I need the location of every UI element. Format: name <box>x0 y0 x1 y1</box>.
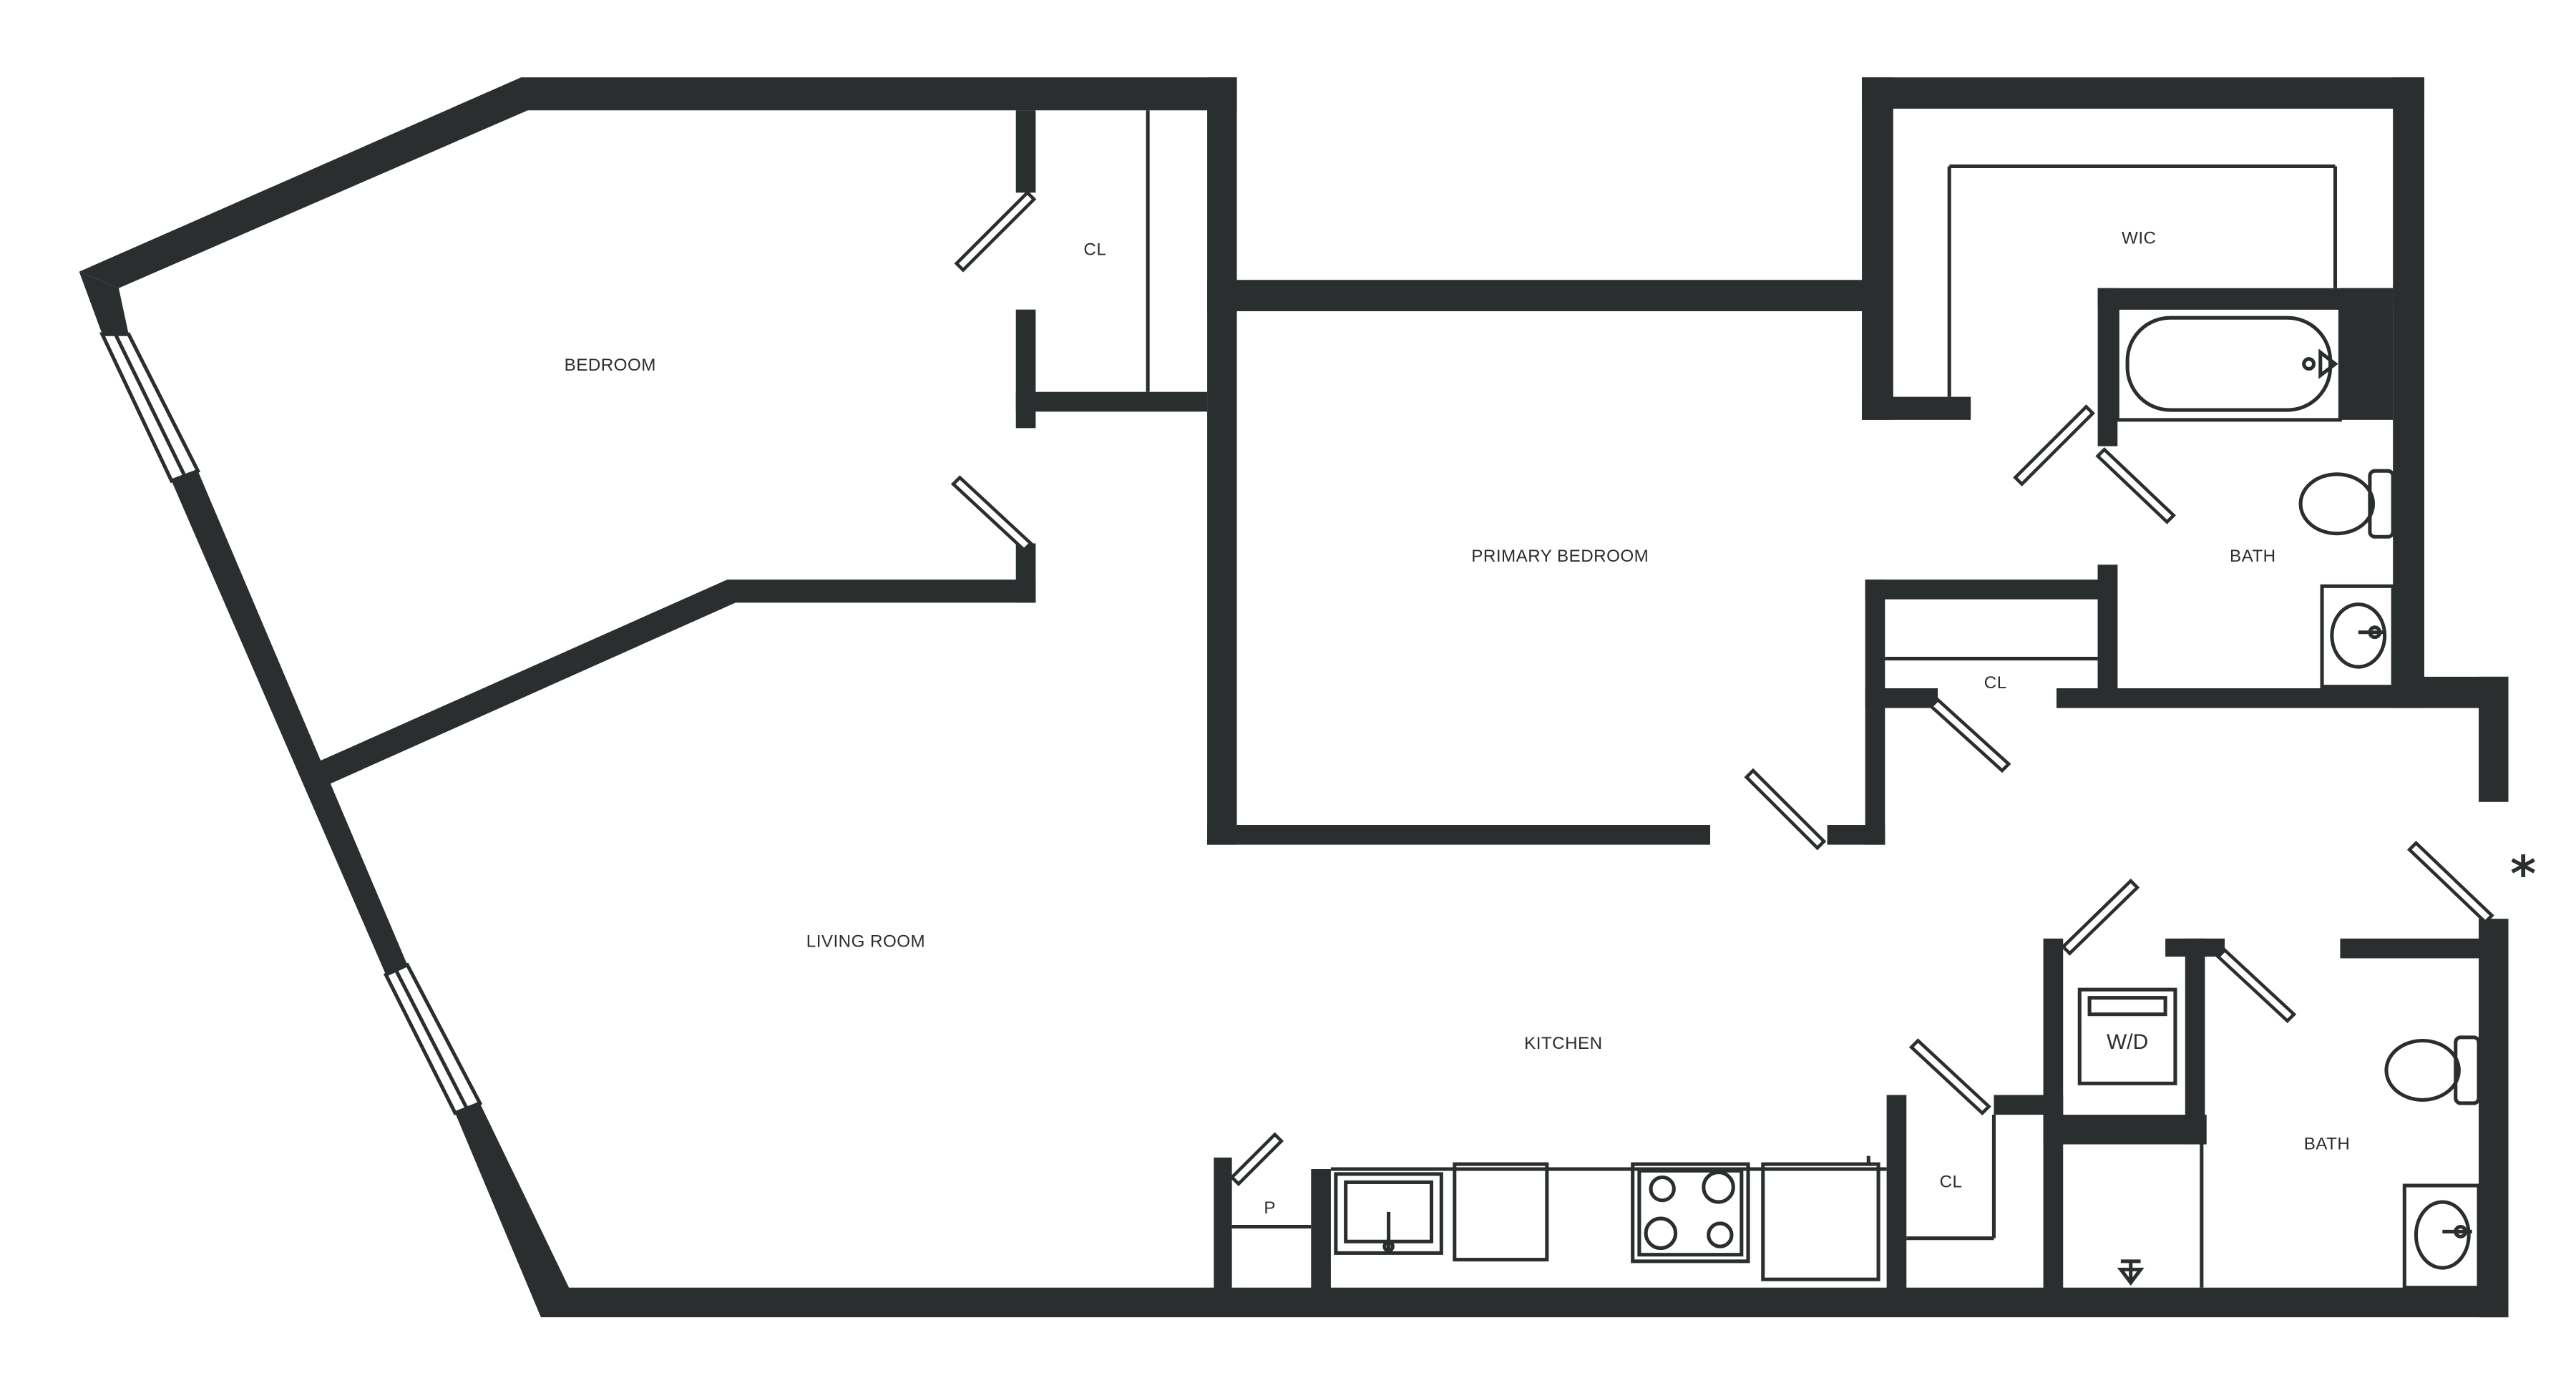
label-bedroom: BEDROOM <box>565 356 656 375</box>
room-labels: BEDROOM CL PRIMARY BEDROOM WIC BATH CL L… <box>565 229 2537 1218</box>
wall-pantry-left <box>1214 1157 1232 1290</box>
door-wic <box>2095 447 2176 524</box>
wall-bath2-top <box>2340 938 2482 959</box>
label-bath-primary: BATH <box>2230 547 2276 566</box>
wall-pcloset-bottom <box>1827 825 1885 845</box>
wall-kcloset-left <box>1886 1095 1907 1291</box>
wall-closet-left-top <box>1015 110 1036 193</box>
wall-left-middle <box>171 471 408 975</box>
wall-right-upper-3 <box>2479 676 2509 802</box>
label-closet-kitchen: CL <box>1940 1172 1963 1191</box>
wall-primary-bottom <box>1207 825 1711 845</box>
wall-wic-left <box>1862 77 1893 420</box>
wall-kcloset-top <box>1994 1095 2064 1115</box>
range-stove <box>1631 1162 1750 1264</box>
wall-right-lower <box>2479 919 2509 1318</box>
wall-pantry-right <box>1311 1169 1331 1290</box>
sink-primary <box>2320 584 2395 689</box>
walls <box>79 77 2509 1318</box>
wall-bath-left <box>2097 288 2118 446</box>
label-primary-bedroom: PRIMARY BEDROOM <box>1471 547 1649 566</box>
label-closet-bedroom: CL <box>1083 240 1106 260</box>
door-bath-second <box>2215 947 2297 1024</box>
windows <box>99 332 483 1115</box>
kitchen-sink <box>1334 1172 1443 1255</box>
dishwasher <box>1453 1162 1549 1262</box>
drain-icon <box>2117 1259 2145 1286</box>
fixtures <box>1334 306 2481 1290</box>
wall-right-upper-1 <box>2393 77 2424 687</box>
door-primary-closet <box>1928 697 2011 773</box>
door-kitchen-closet <box>1908 1038 1991 1115</box>
label-closet-primary: CL <box>1984 673 2007 693</box>
door-bedroom <box>950 475 1033 552</box>
wall-central-vertical <box>1207 77 1237 845</box>
label-wic: WIC <box>2122 229 2156 248</box>
wall-laundry-bottom <box>2043 1115 2207 1145</box>
wall-pcloset-left <box>1865 580 1885 845</box>
sink-second <box>2402 1183 2481 1290</box>
door-entry <box>2406 841 2494 925</box>
label-living-room: LIVING ROOM <box>806 932 925 951</box>
wall-wic-top <box>1862 77 2424 109</box>
door-bedroom-closet <box>954 190 1037 273</box>
wall-left-lower <box>455 1103 570 1318</box>
wall-laundry-right-cap <box>2165 938 2225 957</box>
toilet-primary <box>2298 469 2395 539</box>
label-pantry: P <box>1264 1198 1276 1218</box>
wall-wic-bottom <box>1862 396 1971 420</box>
wall-pcloset-top <box>1865 580 2112 600</box>
wall-bedroom-bottom <box>316 580 1036 786</box>
wall-left-upper <box>79 271 129 335</box>
door-primary-bedroom <box>1744 768 1827 851</box>
wall-primary-top <box>1207 280 1864 311</box>
wall-laundry-right <box>2185 938 2205 1145</box>
wall-bath-left-lower <box>2097 564 2118 690</box>
bathtub <box>2115 306 2342 422</box>
entry-marker: * <box>2510 846 2536 903</box>
label-kitchen: KITCHEN <box>1524 1034 1602 1053</box>
wall-bath-bottom <box>2057 688 2424 708</box>
washer-dryer <box>2077 987 2177 1085</box>
door-pantry <box>1229 1132 1284 1186</box>
label-bath-second: BATH <box>2304 1134 2351 1153</box>
toilet-second <box>2384 1035 2481 1105</box>
door-primary-bath <box>2013 404 2095 487</box>
wall-tub-end <box>2340 288 2394 420</box>
refrigerator <box>1761 1155 1880 1281</box>
doors <box>950 190 2494 1186</box>
door-laundry <box>2060 879 2140 956</box>
interior-lines <box>1146 110 2338 1288</box>
label-washer-dryer: W/D <box>2107 1030 2148 1054</box>
wall-closet-bottom <box>1015 391 1208 412</box>
wall-bottom <box>540 1287 2509 1318</box>
wall-top <box>79 77 1237 288</box>
wall-pcloset-mid <box>1865 688 1938 708</box>
